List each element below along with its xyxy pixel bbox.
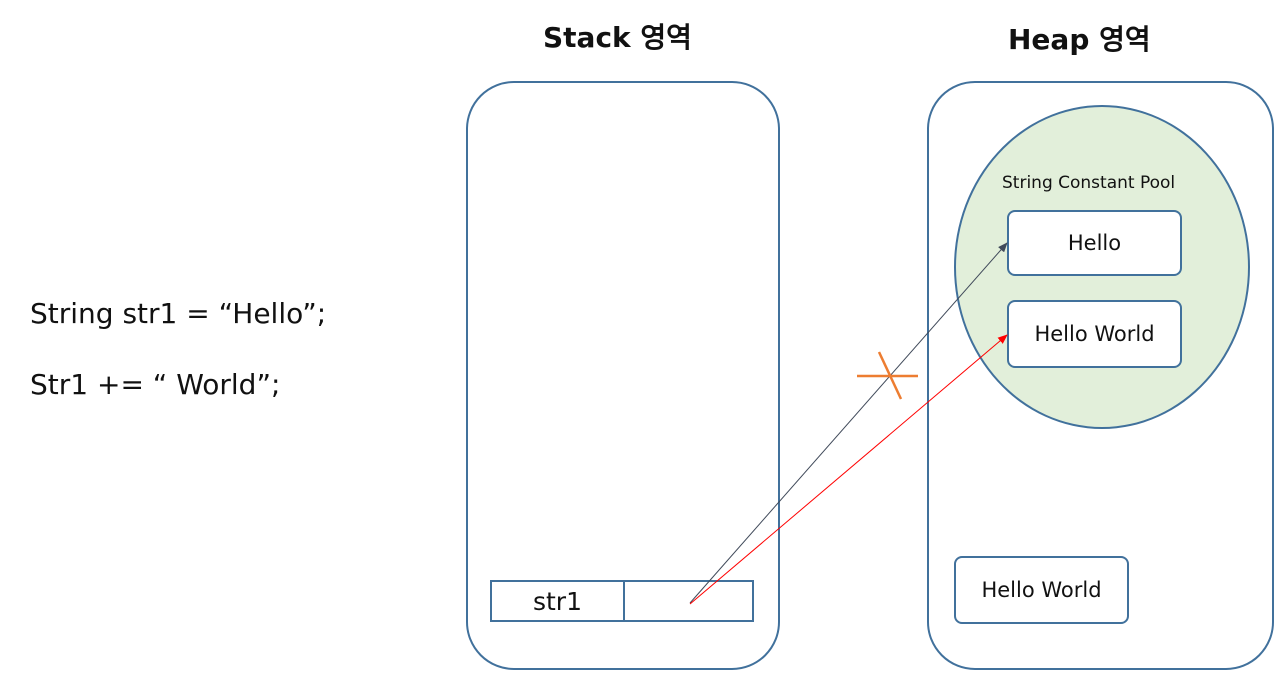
cross-mark-icon [857, 351, 918, 400]
heap-string-hello-world: Hello World [954, 556, 1129, 624]
old-reference-arrow [689, 242, 1008, 604]
pool-string-hello-world: Hello World [1007, 300, 1182, 368]
new-reference-arrow [689, 334, 1008, 605]
code-line-concatenation: Str1 += “ World”; [30, 368, 281, 401]
code-line-declaration: String str1 = “Hello”; [30, 297, 327, 330]
stack-region-title: Stack 영역 [543, 21, 692, 54]
string-constant-pool-label: String Constant Pool [1002, 173, 1176, 193]
stack-variable-reference [623, 580, 754, 622]
pool-string-hello: Hello [1007, 210, 1182, 276]
stack-variable-name: str1 [490, 580, 625, 622]
heap-region-title: Heap 영역 [1008, 23, 1151, 56]
